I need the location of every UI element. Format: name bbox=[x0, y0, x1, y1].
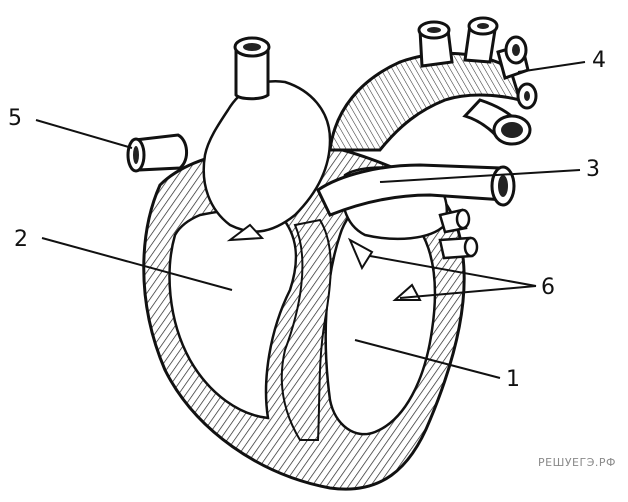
label-3: 3 bbox=[586, 157, 600, 182]
label-5: 5 bbox=[8, 106, 22, 131]
aortic-arch bbox=[330, 53, 520, 150]
label-1: 1 bbox=[506, 367, 520, 392]
label-6: 6 bbox=[541, 275, 555, 300]
label-4: 4 bbox=[592, 48, 606, 73]
watermark-text: РЕШУЕГЭ.РФ bbox=[538, 456, 616, 469]
leader-line-5 bbox=[36, 120, 132, 148]
label-2: 2 bbox=[14, 227, 28, 252]
